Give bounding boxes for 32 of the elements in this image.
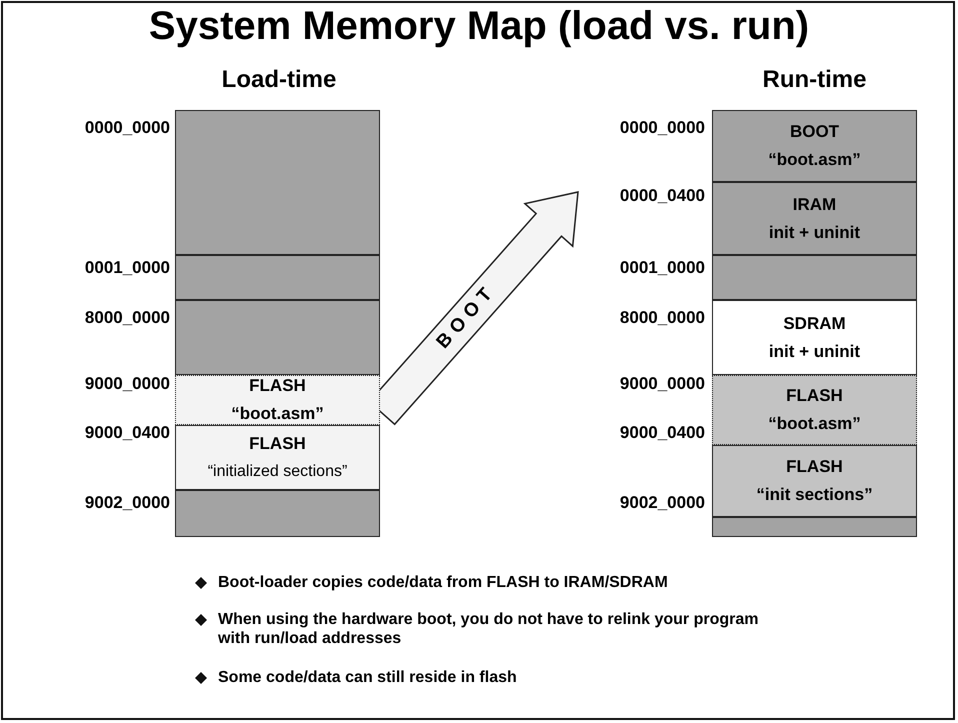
memory-region: SDRAM init + uninit	[712, 300, 917, 375]
memory-region: FLASH “initialized sections”	[175, 425, 380, 490]
address-label: 9002_0000	[618, 493, 705, 513]
memory-block	[175, 300, 380, 375]
address-label: 0000_0000	[618, 118, 705, 138]
address-label: 9000_0000	[618, 374, 705, 394]
address-label: 9000_0000	[84, 374, 170, 394]
address-label: 8000_0000	[84, 308, 170, 328]
column-heading: Run-time	[762, 66, 868, 94]
memory-region: FLASH “boot.asm”	[175, 375, 380, 425]
bullet-text: When using the hardware boot, you do not have to relink your program with run/load addresses	[218, 610, 760, 648]
memory-region: BOOT “boot.asm”	[712, 110, 917, 182]
memory-block	[175, 255, 380, 300]
memory-region: FLASH “boot.asm”	[712, 375, 917, 445]
column-heading: Load-time	[220, 66, 338, 94]
address-label: 0001_0000	[84, 258, 170, 278]
address-label: 9000_0400	[84, 423, 170, 443]
address-label: 0000_0000	[84, 118, 170, 138]
bullet-text: Boot-loader copies code/data from FLASH to IRAM/SDRAM	[218, 573, 669, 592]
memory-block	[712, 517, 917, 537]
memory-block	[712, 255, 917, 300]
memory-block	[175, 490, 380, 537]
memory-region: FLASH “init sections”	[712, 445, 917, 517]
address-label: 0001_0000	[618, 258, 705, 278]
bullet-text: Some code/data can still reside in flash	[218, 668, 518, 687]
address-label: 8000_0000	[618, 308, 705, 328]
address-label: 9000_0400	[618, 423, 705, 443]
address-label: 9002_0000	[84, 493, 170, 513]
memory-block	[175, 110, 380, 255]
slide-title: System Memory Map (load vs. run)	[148, 4, 810, 49]
memory-region: IRAM init + uninit	[712, 182, 917, 255]
address-label: 0000_0400	[618, 186, 705, 206]
